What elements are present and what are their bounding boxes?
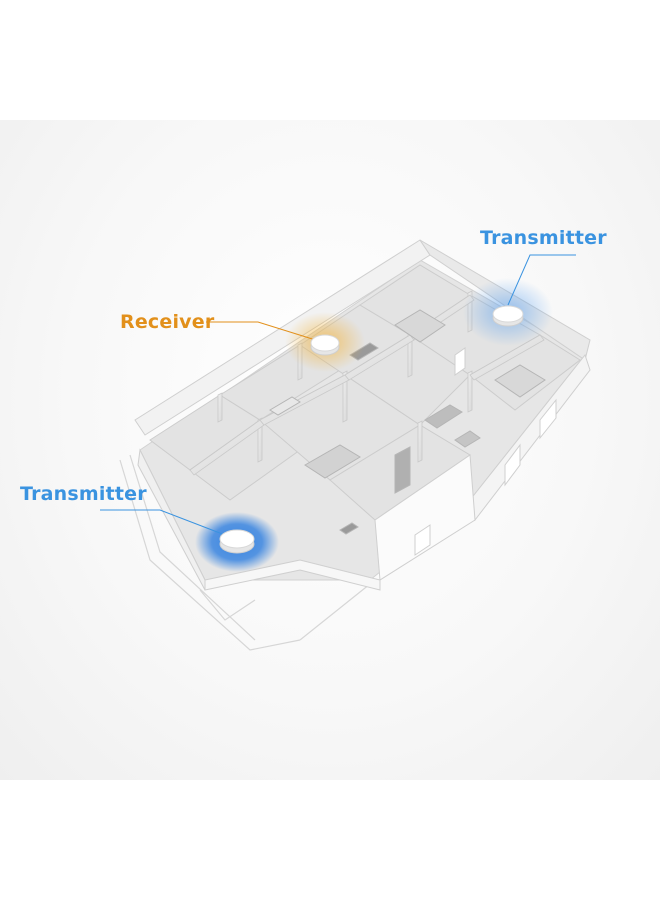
armchair [454,430,481,448]
transmitter-left-leader [100,509,226,536]
transmitter-top-label: Transmitter [480,227,607,249]
floor-plan-illustration [0,120,660,780]
transmitter-left-label: Transmitter [20,483,147,505]
leader-lines [100,254,576,536]
sofa [424,404,463,429]
transmitter-left-device [219,529,255,554]
transmitter-top-device [492,305,524,327]
receiver-device [310,334,340,356]
house-floor-plan [100,239,591,651]
cabinet [394,446,411,494]
interior-walls [189,290,545,476]
receiver-label: Receiver [120,311,215,333]
bed-2 [494,364,546,398]
chair [339,522,359,535]
furniture [269,309,546,535]
receiver-leader [206,321,323,343]
front-walls [137,353,591,591]
bathtub [269,396,301,416]
dining-table [304,444,361,479]
windows [414,347,557,556]
transmitter-top-leader [507,254,576,306]
bed [394,309,446,343]
